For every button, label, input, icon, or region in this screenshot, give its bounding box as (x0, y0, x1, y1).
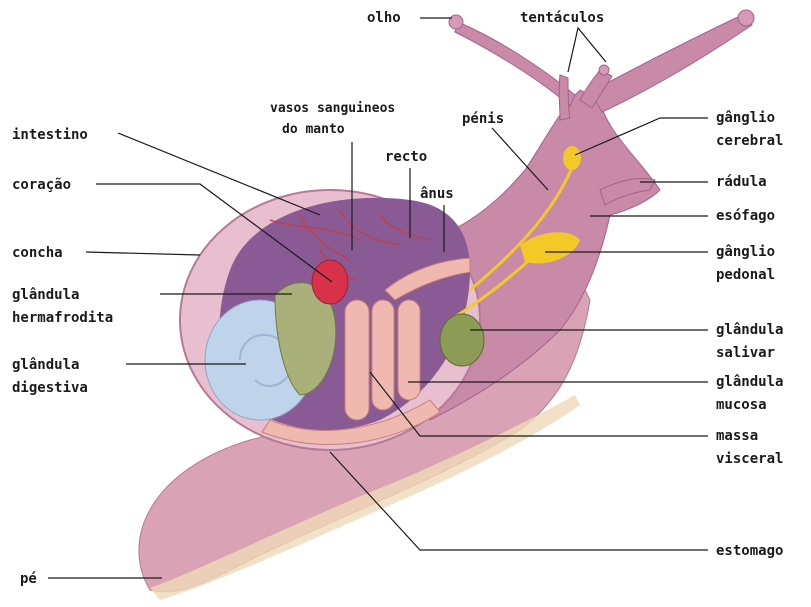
label-tentaculos: tentáculos (520, 10, 604, 26)
cerebral-ganglion-shape (563, 146, 581, 170)
label-anus: ânus (420, 186, 454, 202)
leader-intestino (118, 133, 320, 215)
label-recto: recto (385, 149, 427, 165)
label-esofago: esófago (716, 208, 775, 224)
label-ganglio-cerebral-2: cerebral (716, 133, 783, 149)
label-massa-1: massa (716, 428, 758, 444)
label-estomago: estomago (716, 543, 783, 559)
label-glandula-herm-2: hermafrodita (12, 310, 113, 326)
left-tentacle-tip (449, 15, 463, 29)
label-radula: rádula (716, 174, 767, 190)
label-coracao: coração (12, 177, 71, 193)
mid-tentacle-tip (599, 65, 609, 75)
label-ganglio-pedonal-1: gânglio (716, 244, 775, 260)
label-intestino: intestino (12, 127, 88, 143)
label-ganglio-cerebral-1: gânglio (716, 110, 775, 126)
heart-shape (312, 260, 348, 304)
label-olho: olho (367, 10, 401, 26)
salivary-gland-shape (440, 314, 484, 366)
upper-tentacle (590, 15, 752, 112)
label-ganglio-pedonal-2: pedonal (716, 267, 775, 283)
label-penis: pénis (462, 111, 504, 127)
small-tentacle (559, 75, 570, 120)
leader-concha (86, 252, 200, 255)
label-glandula-sal-1: glândula (716, 322, 783, 338)
label-glandula-muc-2: mucosa (716, 397, 767, 413)
snail-illustration (139, 10, 754, 600)
label-glandula-muc-1: glândula (716, 374, 783, 390)
label-massa-2: visceral (716, 451, 783, 467)
label-vasos-1: vasos sanguineos (270, 101, 395, 116)
left-tentacle (455, 22, 575, 106)
label-glandula-dig-2: digestiva (12, 380, 88, 396)
label-concha: concha (12, 245, 63, 261)
leader-tentaculos (568, 28, 606, 72)
label-vasos-2: do manto (282, 122, 345, 137)
label-pe: pé (20, 571, 37, 587)
label-glandula-dig-1: glândula (12, 357, 79, 373)
label-glandula-herm-1: glândula (12, 287, 79, 303)
label-glandula-sal-2: salivar (716, 345, 775, 361)
eye (738, 10, 754, 26)
